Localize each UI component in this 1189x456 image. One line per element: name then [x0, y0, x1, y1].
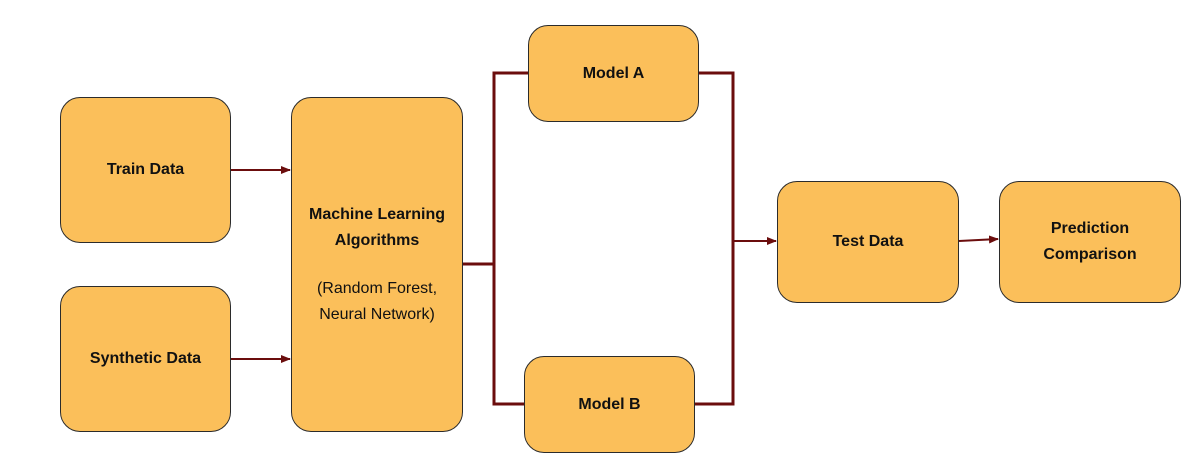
model-b-node: Model B — [524, 356, 695, 453]
synthetic-data-node: Synthetic Data — [60, 286, 231, 432]
test-data-label: Test Data — [832, 233, 904, 250]
model-b-label: Model B — [578, 395, 641, 413]
edge-model-b-to-test — [695, 241, 735, 406]
synthetic-data-label: Synthetic Data — [89, 350, 202, 367]
edge-ml-to-model-b — [492, 264, 524, 406]
edge-ml-to-model-a — [492, 71, 528, 264]
train-data-node: Train Data — [60, 97, 231, 243]
edge-model-a-to-test — [699, 71, 735, 241]
edge-test-to-prediction — [958, 235, 999, 244]
model-a-node: Model A — [528, 25, 699, 122]
ml-algorithms-title: Machine Learning Algorithms — [308, 205, 446, 249]
ml-algorithms-subtitle: (Random Forest, Neural Network) — [316, 279, 438, 323]
test-data-node: Test Data — [777, 181, 959, 303]
ml-algorithms-node: Machine Learning Algorithms (Random Fore… — [291, 97, 463, 432]
model-a-label: Model A — [582, 64, 645, 82]
train-data-label: Train Data — [106, 161, 185, 178]
prediction-comparison-label: Prediction Comparison — [1043, 220, 1137, 263]
prediction-comparison-node: Prediction Comparison — [999, 181, 1181, 303]
